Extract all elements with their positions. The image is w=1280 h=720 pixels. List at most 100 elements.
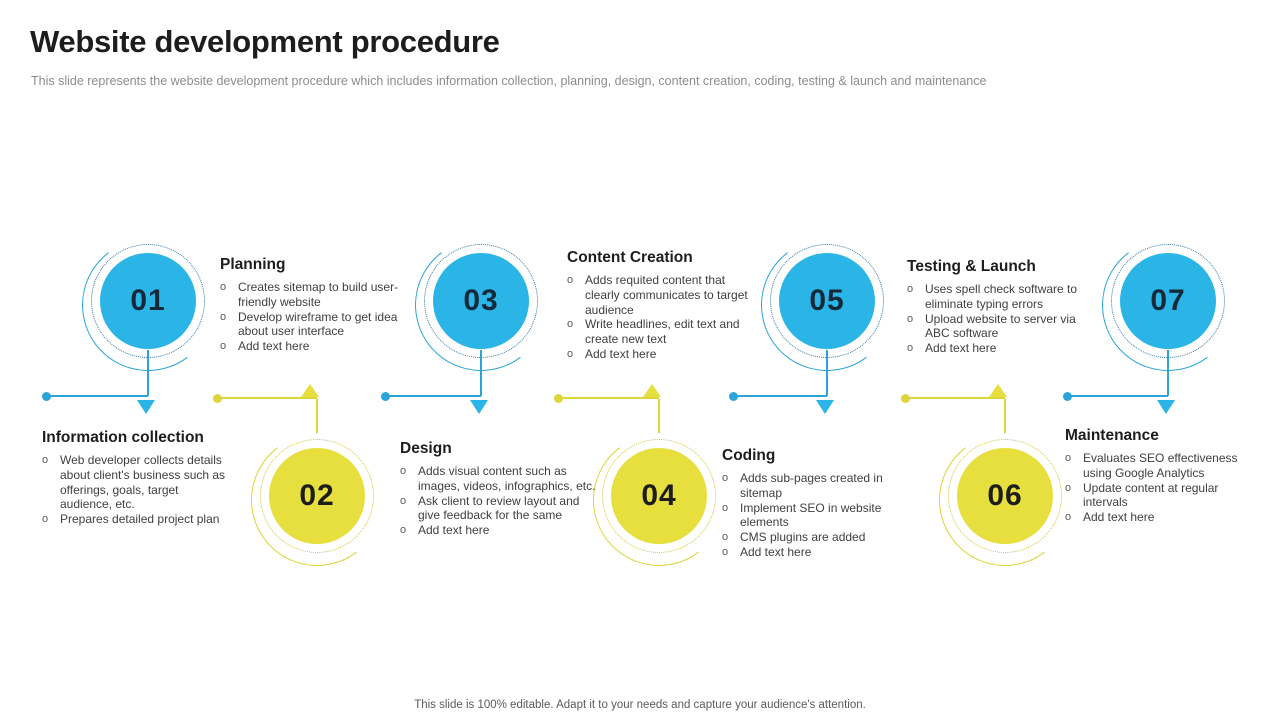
step-number: 07 [1150,284,1186,317]
bullet-item: o Upload website to server via ABC softwa… [907,312,1090,342]
timeline-line [733,395,827,397]
bullet-marker: o [1065,481,1072,494]
bullet-text: Add text here [585,346,657,361]
bullet-item: o Develop wireframe to get idea about use… [220,310,412,340]
timeline-line [147,350,149,396]
timeline-line [558,397,659,399]
bullet-marker: o [722,531,729,544]
bullet-text: Adds visual content such as images, vide… [418,464,596,493]
bullet-text: Update content at regular intervals [1083,480,1219,510]
step-number: 05 [809,284,845,317]
bullet-text: CMS plugins are added [740,530,866,545]
bullet-text: Add text here [740,544,812,559]
step-title: Coding [722,447,776,464]
bullet-text: Web developer collects details about cli… [60,453,226,512]
timeline-line [316,399,318,433]
bullet-item: o Ask client to review layout and give fe… [400,494,603,524]
bullet-text: Ask client to review layout and give fee… [418,493,580,523]
step-number-disc: 07 [1120,253,1216,349]
bullet-text: Upload website to server via ABC softwar… [925,311,1076,341]
bullet-marker: o [567,318,574,331]
step-number: 01 [130,284,166,317]
bullet-marker: o [567,274,574,286]
bullet-marker: o [220,281,227,293]
timeline-line [905,397,1005,399]
slide-subtitle: This slide represents the website develo… [31,74,987,88]
step-number-disc: 02 [269,448,365,544]
timeline-line [385,395,481,397]
step-number-disc: 06 [957,448,1053,544]
bullet-text: Add text here [238,339,310,354]
bullet-marker: o [400,494,407,507]
arrow-down-icon [816,400,834,414]
bullet-item: o Adds visual content such as images, vid… [400,464,603,494]
bullet-text: Develop wireframe to get idea about user… [238,309,398,339]
timeline-line [46,395,148,397]
bullet-marker: o [1065,511,1072,524]
footer-note: This slide is 100% editable. Adapt it to… [414,699,866,711]
bullet-text: Adds sub-pages created in sitemap [740,471,883,500]
bullet-item: o Add text here [907,341,1090,356]
bullet-marker: o [907,342,914,355]
arrow-up-icon [989,384,1007,397]
step-number: 06 [987,479,1023,512]
timeline-line [480,350,482,396]
bullet-item: o CMS plugins are added [722,530,895,545]
bullet-text: Add text here [925,341,997,356]
bullet-marker: o [400,465,407,477]
timeline-line [1167,350,1169,396]
bullet-text: Add text here [1083,510,1155,525]
bullet-item: o Add text here [722,545,895,560]
arrow-down-icon [470,400,488,414]
bullet-item: o Write headlines, edit text and create n… [567,317,749,347]
bullet-marker: o [722,545,729,558]
bullet-marker: o [722,472,729,484]
step-title: Design [400,440,452,457]
step-number: 03 [463,284,499,317]
bullet-marker: o [220,340,227,353]
bullet-item: o Update content at regular intervals [1065,481,1253,511]
step-title: Planning [220,256,286,273]
dotted-ring [948,439,1062,553]
bullet-text: Evaluates SEO effectiveness using Google… [1083,451,1238,480]
slide-title: Website development procedure [30,24,500,59]
arrow-up-icon [301,384,319,397]
bullet-text: Prepares detailed project plan [60,512,220,527]
bullet-marker: o [220,310,227,323]
bullet-marker: o [1065,452,1072,464]
step-title: Maintenance [1065,427,1159,444]
bullet-marker: o [567,347,574,360]
bullet-text: Implement SEO in website elements [740,500,882,530]
step-title: Information collection [42,429,204,446]
step-number-disc: 05 [779,253,875,349]
bullet-text: Write headlines, edit text and create ne… [585,317,740,347]
arrow-up-icon [643,384,661,397]
step-number-disc: 03 [433,253,529,349]
bullet-list: o Evaluates SEO effectiveness using Googl… [1065,451,1253,525]
bullet-item: o Adds sub-pages created in sitemap [722,471,895,501]
step-number-disc: 04 [611,448,707,544]
timeline-line [826,350,828,396]
step-number: 04 [641,479,677,512]
bullet-item: o Add text here [567,347,749,362]
bullet-text: Add text here [418,523,490,538]
timeline-line [1067,395,1168,397]
arrow-down-icon [137,400,155,414]
bullet-list: o Adds visual content such as images, vid… [400,464,603,538]
bullet-marker: o [907,312,914,325]
timeline-line [658,399,660,433]
